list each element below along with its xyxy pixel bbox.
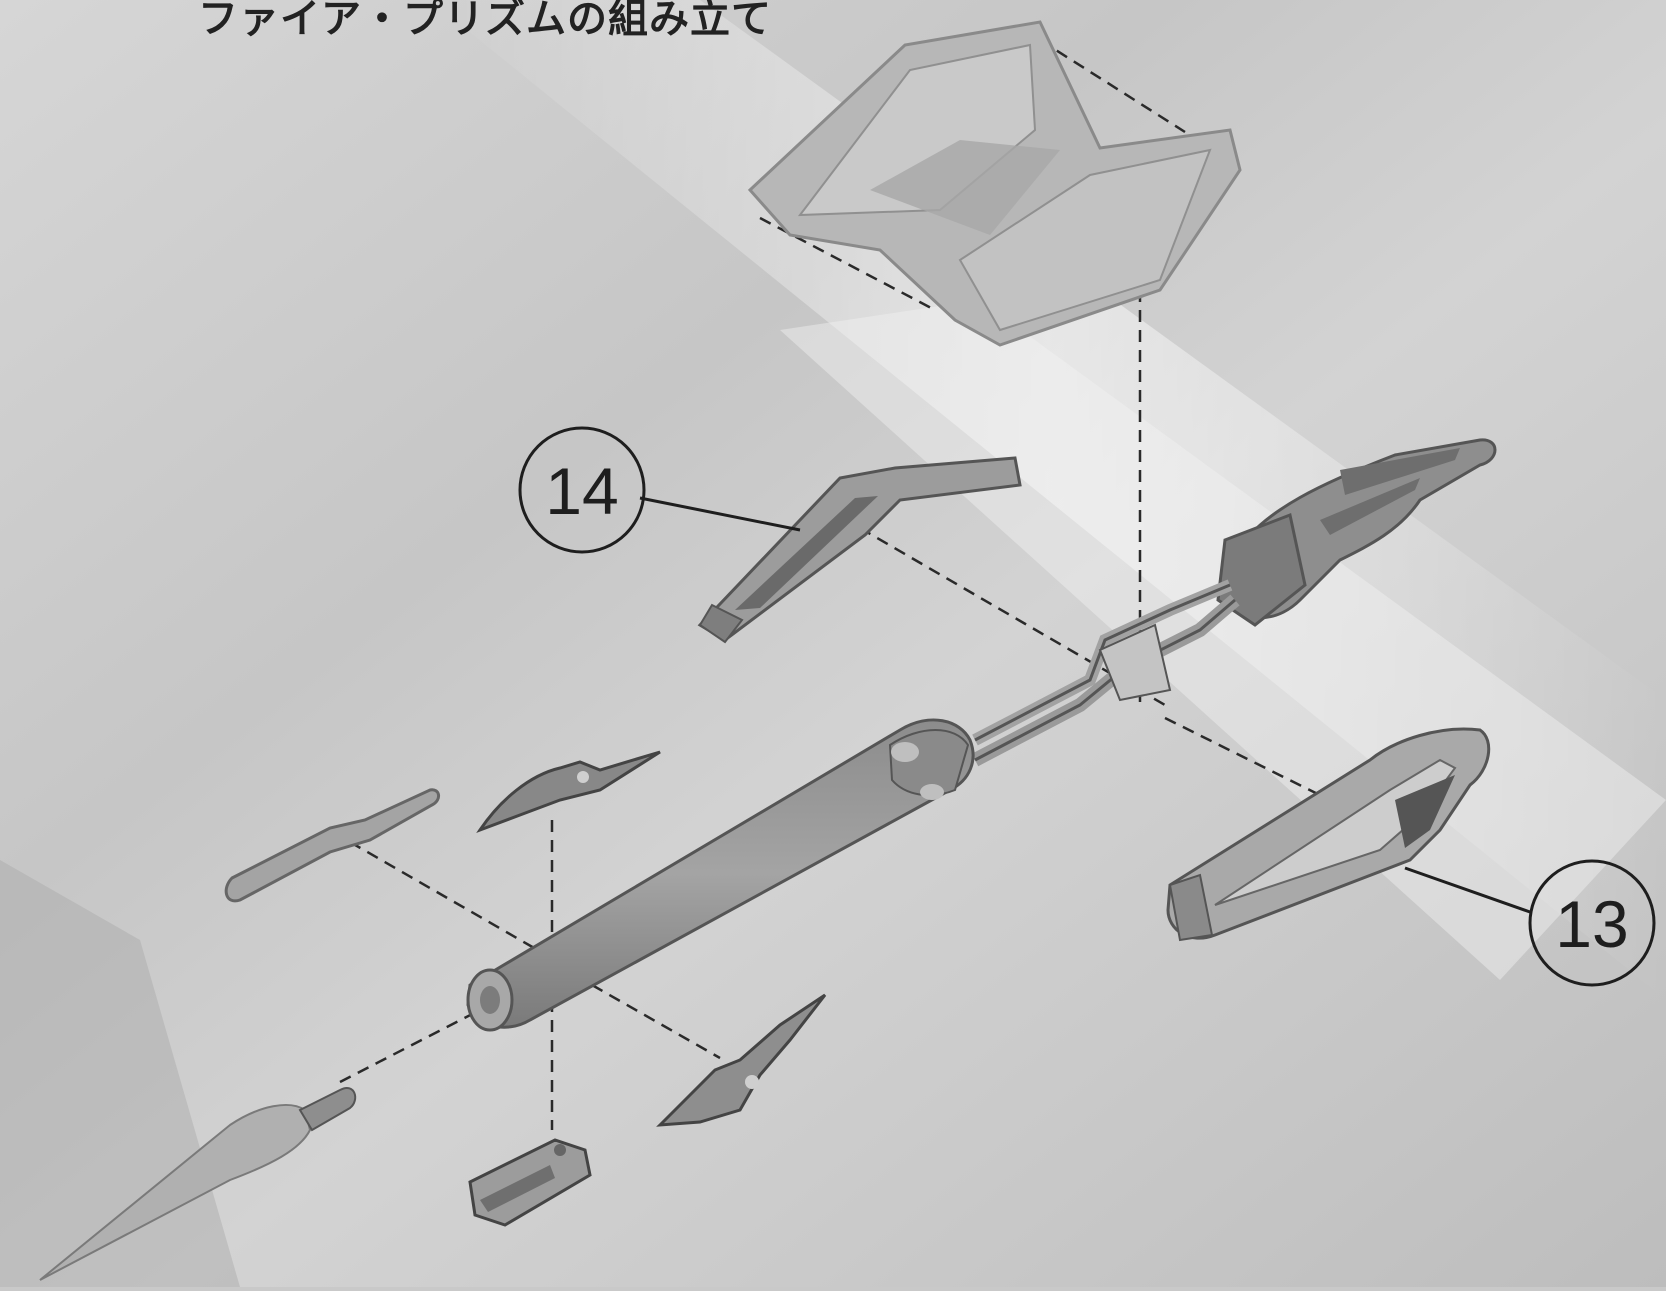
lower-blade-part bbox=[656, 993, 827, 1127]
callout-13: 13 bbox=[1404, 859, 1656, 987]
small-bar-part bbox=[224, 788, 440, 903]
callout-14: 14 bbox=[518, 426, 801, 554]
callout-13-label: 13 bbox=[1555, 887, 1628, 961]
part-13-frame bbox=[1166, 727, 1491, 942]
staff-neck bbox=[971, 579, 1240, 767]
bottom-block-part bbox=[468, 1138, 592, 1227]
page-title: ファイア・プリズムの組み立て bbox=[198, 0, 772, 42]
callout-14-label: 14 bbox=[545, 454, 618, 528]
staff-handle bbox=[466, 718, 975, 1032]
prism-part bbox=[747, 20, 1242, 347]
staff-head bbox=[1216, 438, 1497, 627]
spike-part bbox=[39, 1087, 357, 1281]
upper-blade-part bbox=[476, 750, 661, 834]
part-14-bracket bbox=[697, 456, 1022, 644]
glare-band bbox=[430, 0, 1666, 1000]
